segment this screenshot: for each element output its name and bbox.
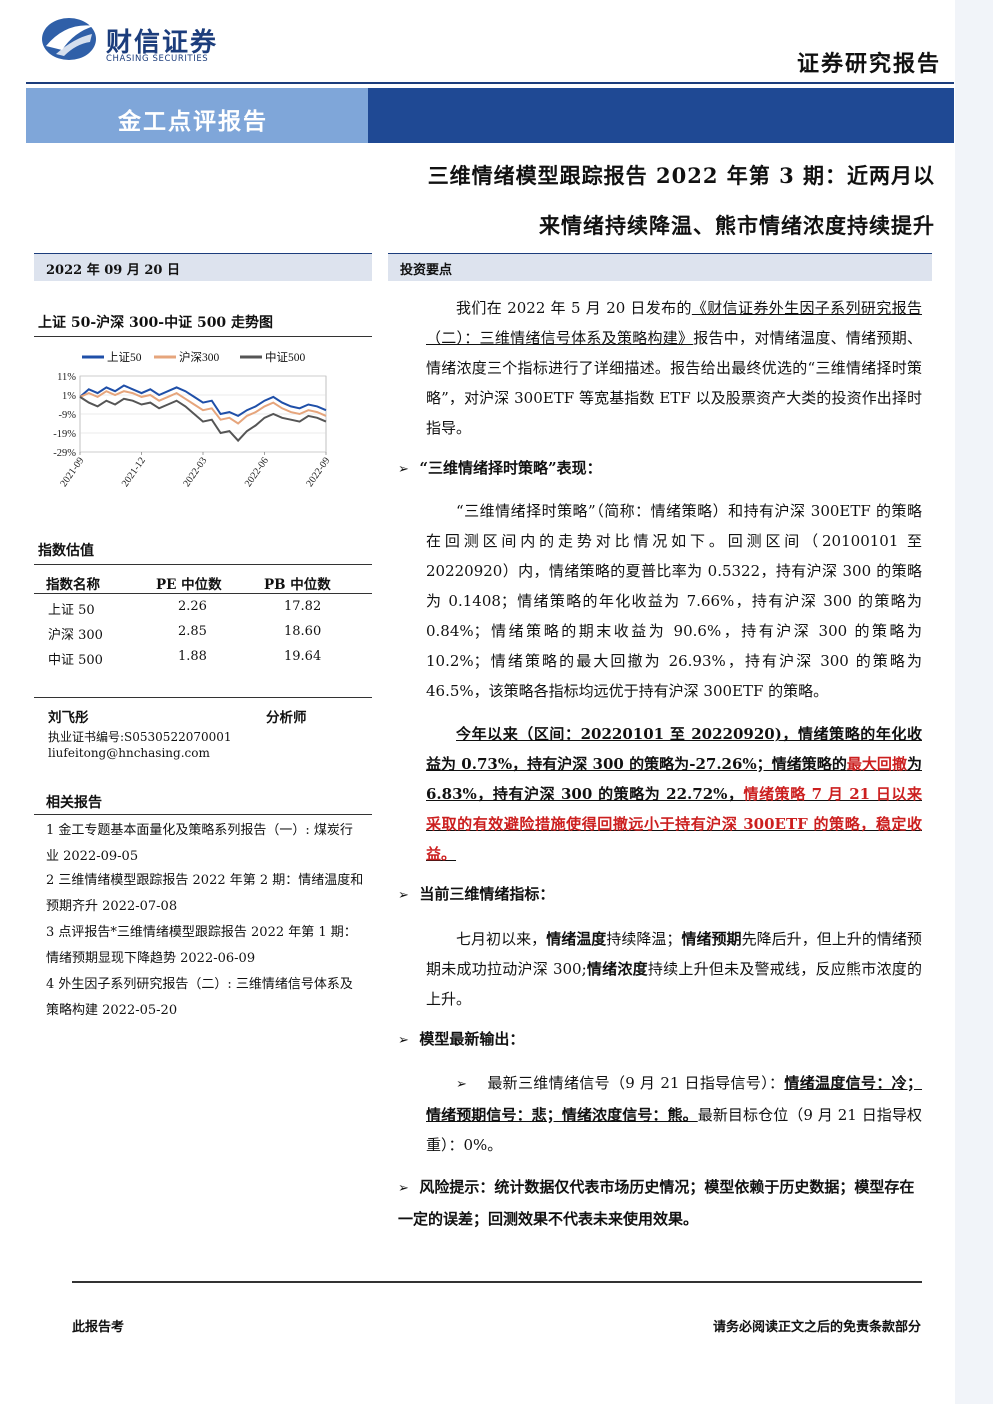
analyst-rule xyxy=(34,697,372,698)
banner-left xyxy=(26,88,368,143)
series-line-3 xyxy=(79,396,327,443)
x-tick-label: 2021-09 xyxy=(58,455,86,489)
report-type-label: 证券研究报告 xyxy=(796,51,941,77)
table-header-pb: PB 中位数 xyxy=(264,577,331,593)
header-rule xyxy=(26,82,954,84)
model-output-paragraph: ➢ 最新三维情绪信号（9 月 21 日指导信号）：情绪温度信号：冷；情绪预期信号… xyxy=(426,1074,923,1154)
analyst-email[interactable]: liufeitong@hnchasing.com xyxy=(48,746,210,760)
table-cell: 沪深 300 xyxy=(48,628,103,643)
legend-label: 中证500 xyxy=(265,351,305,364)
related-report-item[interactable]: 1 金工专题基本面量化及策略系列报告（一）: 煤炭行业 2022-09-05 xyxy=(46,823,353,864)
analyst-name: 刘飞彤 xyxy=(48,710,89,726)
x-tick-label: 2022-03 xyxy=(181,455,209,489)
table-top-rule xyxy=(34,564,372,565)
related-heading: 相关报告 xyxy=(46,795,102,811)
company-name-cn: 财信证券 xyxy=(106,28,219,58)
ytd-performance-paragraph: 今年以来（区间：20220101 至 20220920)，情绪策略的年化收益为 … xyxy=(426,725,922,863)
table-cell: 中证 500 xyxy=(48,653,103,668)
current-indicators-paragraph: 七月初以来，情绪温度持续降温；情绪预期先降后升，但上升的情绪预期未成功拉动沪深 … xyxy=(426,930,922,1008)
related-rule xyxy=(34,814,372,815)
key-points-heading: 投资要点 xyxy=(400,263,453,278)
y-tick-label: -29% xyxy=(53,448,76,459)
right-margin-strip xyxy=(955,0,993,1404)
related-report-item[interactable]: 2 三维情绪模型跟踪报告 2022 年第 2 期：情绪温度和预期齐升 2022-… xyxy=(46,873,364,914)
bullet-strategy-performance: ➢ “三维情绪择时策略”表现： xyxy=(398,459,602,477)
x-tick-label: 2021-12 xyxy=(120,455,148,489)
analyst-role: 分析师 xyxy=(266,710,307,726)
bullet-current-indicators: ➢ 当前三维情绪指标： xyxy=(398,885,555,903)
intro-paragraph: 我们在 2022 年 5 月 20 日发布的《财信证券外生因子系列研究报告（二）… xyxy=(426,299,922,437)
y-tick-label: -9% xyxy=(59,410,77,421)
bullet-model-output: ➢ 模型最新输出： xyxy=(398,1030,525,1048)
arrow-bullet-icon: ➢ xyxy=(398,1033,409,1048)
reference-report-link[interactable]: 《财信证券外生因子系列研究报告（二）：三维情绪信号体系及策略构建》 xyxy=(426,299,922,347)
footer-rule xyxy=(72,1281,922,1283)
report-title-line2: 来情绪持续降温、熊市情绪浓度持续提升 xyxy=(539,213,935,238)
table-cell: 19.64 xyxy=(284,649,322,664)
valuation-heading: 指数估值 xyxy=(38,543,94,559)
chart-title-rule xyxy=(34,336,372,337)
chart-lines xyxy=(79,384,327,443)
footer-left-text: 此报告考 xyxy=(72,1320,125,1335)
table-cell: 17.82 xyxy=(284,599,322,614)
arrow-bullet-icon: ➢ xyxy=(398,888,409,903)
y-tick-label: 1% xyxy=(62,391,76,402)
series-line-1 xyxy=(79,384,327,418)
chart-title: 上证 50-沪深 300-中证 500 走势图 xyxy=(38,315,274,331)
analyst-cert: 执业证书编号:S0530522070001 xyxy=(48,730,232,744)
legend-label: 沪深300 xyxy=(179,350,219,364)
x-tick-label: 2022-09 xyxy=(304,455,332,489)
table-cell: 1.88 xyxy=(178,649,207,664)
backtest-paragraph: “三维情绪择时策略”（简称：情绪策略）和持有沪深 300ETF 的策略在回测区间… xyxy=(426,502,922,700)
table-cell: 2.85 xyxy=(178,624,207,639)
series-line-2 xyxy=(79,390,327,425)
x-tick-label: 2022-06 xyxy=(243,455,271,489)
report-title-line1: 三维情绪模型跟踪报告 2022 年第 3 期：近两月以 xyxy=(427,163,935,188)
banner-right xyxy=(368,88,954,143)
chart-y-ticks: 11% 1% -9% -19% -29% xyxy=(53,372,76,459)
company-logo-icon xyxy=(42,18,96,60)
table-cell: 2.26 xyxy=(178,599,207,614)
risk-warning: ➢ 风险提示：统计数据仅代表市场历史情况；模型依赖于历史数据；模型存在一定的误差… xyxy=(398,1178,915,1228)
banner-title: 金工点评报告 xyxy=(118,108,268,135)
table-header-pe: PE 中位数 xyxy=(156,577,222,593)
date-bar xyxy=(34,253,372,281)
arrow-bullet-icon: ➢ xyxy=(398,1181,409,1196)
related-report-item[interactable]: 3 点评报告*三维情绪模型跟踪报告 2022 年第 1 期：情绪预期显现下降趋势… xyxy=(46,925,357,966)
report-date: 2022 年 09 月 20 日 xyxy=(46,263,180,278)
arrow-bullet-icon: ➢ xyxy=(398,462,409,477)
y-tick-label: -19% xyxy=(53,429,76,440)
chart-legend: 上证50 沪深300 中证500 xyxy=(82,350,305,364)
footer-disclaimer-note: 请务必阅读正文之后的免责条款部分 xyxy=(712,1320,921,1335)
table-header-rule xyxy=(34,593,372,594)
y-tick-label: 11% xyxy=(57,372,76,383)
table-cell: 18.60 xyxy=(284,624,322,639)
arrow-bullet-icon: ➢ xyxy=(456,1077,467,1092)
table-header-name: 指数名称 xyxy=(46,577,100,593)
company-name-en: CHASING SECURITIES xyxy=(106,54,209,64)
legend-label: 上证50 xyxy=(107,351,142,364)
chart-x-ticks: 2021-09 2021-12 2022-03 2022-06 2022-09 xyxy=(58,452,332,489)
chart-grid xyxy=(79,375,327,453)
related-report-item[interactable]: 4 外生因子系列研究报告（二）: 三维情绪信号体系及策略构建 2022-05-2… xyxy=(46,977,353,1018)
key-points-bar xyxy=(388,253,932,281)
table-cell: 上证 50 xyxy=(48,603,95,618)
